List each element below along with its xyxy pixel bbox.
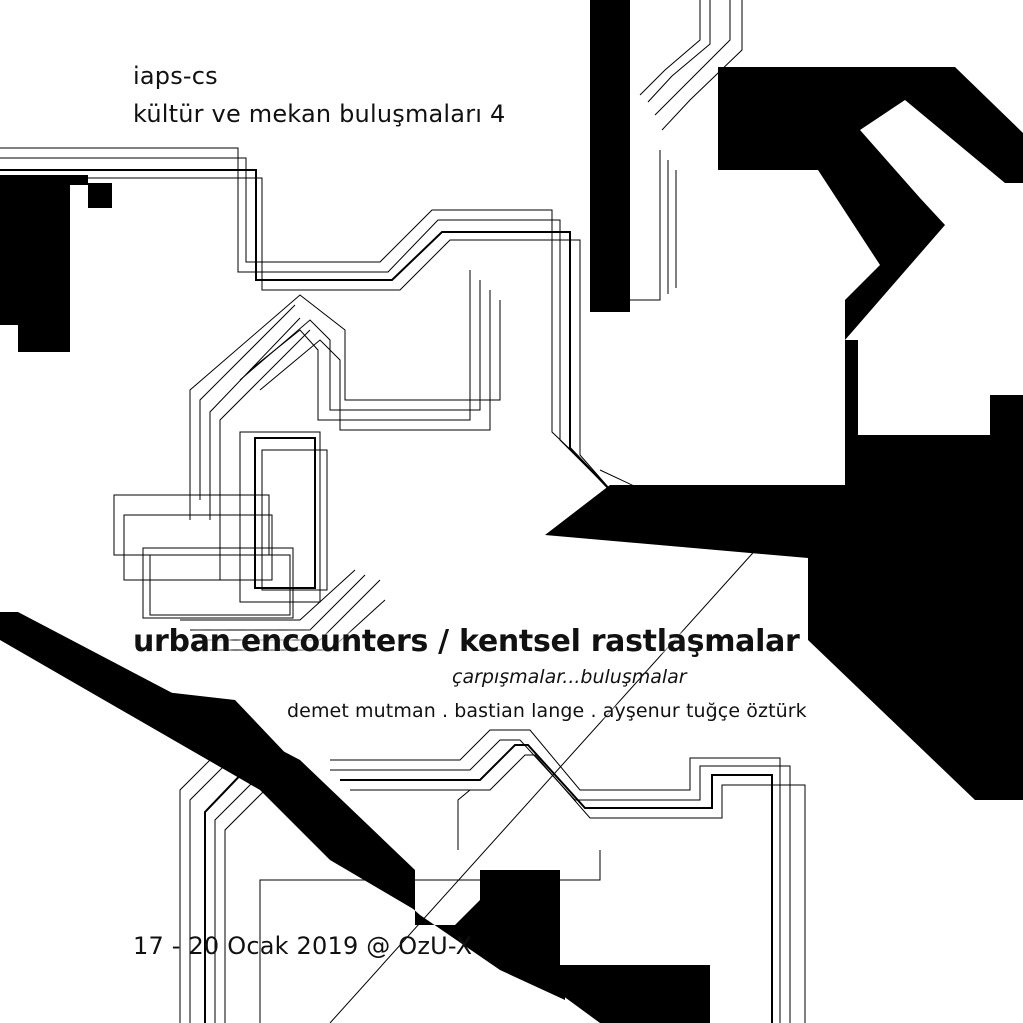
bottom-outline-paths — [179, 729, 806, 1023]
organization-name: iaps-cs — [133, 62, 218, 90]
left-black-tower — [0, 175, 112, 352]
bottom-black-notch — [555, 965, 710, 1023]
diagonal-lines — [329, 469, 761, 1023]
right-black-mass — [545, 67, 1023, 800]
speakers-list: demet mutman . bastian lange . ayşenur t… — [287, 700, 807, 722]
diagonal-black-wedge — [0, 612, 415, 910]
event-title: urban encounters / kentsel rastlaşmalar — [133, 624, 800, 659]
middle-outline-rects — [113, 431, 386, 651]
top-black-bar — [590, 0, 630, 312]
event-subtitle: çarpışmalar...buluşmalar — [452, 666, 687, 688]
event-dates-venue: 17 - 20 Ocak 2019 @ OzU-X — [133, 932, 473, 960]
series-title: kültür ve mekan buluşmaları 4 — [133, 100, 506, 128]
top-outline-paths — [0, 0, 743, 580]
lower-black-band — [130, 688, 565, 1000]
